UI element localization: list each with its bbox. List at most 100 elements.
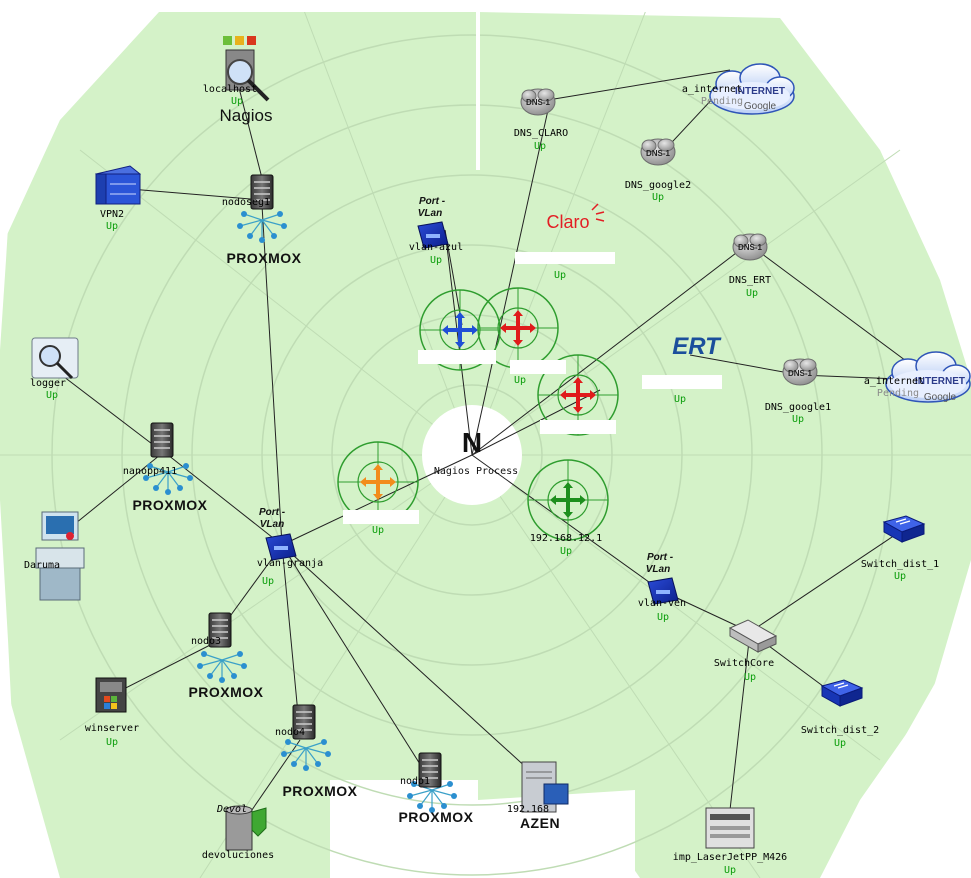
pos-terminal-icon [35, 511, 85, 601]
magnifier-icon [227, 59, 253, 85]
warning-icon [235, 36, 244, 45]
status-internet-2: Pending [877, 388, 919, 399]
label-nanopp: nanopp411 [123, 466, 177, 477]
node-localhost[interactable]: localhost Up Nagios [203, 36, 273, 125]
status-vlan-left: Up [262, 576, 274, 587]
ok-icon [223, 36, 232, 45]
port-label: Port - [647, 552, 674, 563]
node-nodo-d[interactable]: nodo1 PROXMOX [398, 752, 473, 825]
redacted-labels [343, 252, 722, 814]
proxmox-logo: PROXMOX [226, 250, 301, 266]
devol-logo: Devol [216, 804, 247, 815]
label-localhost: localhost [203, 84, 257, 95]
node-server-ip[interactable]: 192.168 AZEN [507, 761, 569, 831]
label-nodo-d: nodo1 [400, 776, 430, 787]
nagios-process-node[interactable]: N Nagios Process [434, 427, 518, 477]
extra-status: Up Up [262, 576, 669, 623]
internet-label: INTERNET [735, 86, 785, 97]
node-vlan-right[interactable]: Port - VLan vlan-ven [638, 552, 686, 609]
dns-badge: DNS-1 [646, 149, 671, 158]
status-router-red-1: Up [514, 375, 526, 386]
status-router-orange: Up [372, 525, 384, 536]
node-dns-claro[interactable]: DNS-1 DNS_CLARO Up [514, 88, 568, 152]
proxmox-logo: PROXMOX [398, 809, 473, 825]
core-switch-icon [728, 619, 778, 653]
internet-label: INTERNET [915, 376, 965, 387]
server-icon [150, 422, 174, 458]
node-dns-google1[interactable]: DNS-1 DNS_google1 Up [765, 358, 831, 425]
ert-logo: ERT [672, 333, 722, 360]
label-vpn2: VPN2 [100, 209, 124, 220]
vpn-icon [94, 165, 142, 205]
node-nodo-c[interactable]: nodo4 PROXMOX [275, 704, 358, 799]
node-switch-dist-1[interactable]: Switch_dist_1 Up [861, 515, 939, 582]
status-claro: Up [554, 270, 566, 281]
label-switch-dist-2: Switch_dist_2 [801, 725, 879, 736]
status-vpn2: Up [106, 221, 118, 232]
router-green[interactable] [527, 459, 609, 541]
vlan-label: VLan [418, 208, 442, 219]
label-nodo-c: nodo4 [275, 727, 305, 738]
label-switchcore: SwitchCore [714, 658, 774, 669]
node-vpn2[interactable]: VPN2 Up [94, 165, 142, 232]
node-switch-dist-2[interactable]: Switch_dist_2 Up [801, 679, 879, 749]
label-printer: imp_LaserJetPP_M426 [673, 852, 787, 863]
node-printer[interactable]: imp_LaserJetPP_M426 Up [673, 807, 787, 876]
node-devoluciones[interactable]: Devol devoluciones [202, 804, 274, 861]
label-dns-ert: DNS_ERT [729, 275, 771, 286]
label-nodo-b: nodo3 [191, 636, 221, 647]
node-dns-google2[interactable]: DNS-1 DNS_google2 Up [625, 138, 691, 203]
node-internet-1[interactable]: INTERNET Google a_internet Pending [682, 63, 795, 115]
status-switch-dist-2: Up [834, 738, 846, 749]
dns-badge: DNS-1 [738, 243, 763, 252]
node-daruma[interactable]: Daruma [24, 511, 85, 601]
critical-icon [247, 36, 256, 45]
azen-logo: AZEN [520, 815, 560, 831]
status-switch-dist-1: Up [894, 571, 906, 582]
label-vlan-right: vlan-ven [638, 598, 686, 609]
status-printer: Up [724, 865, 736, 876]
node-nanopp[interactable]: nanopp411 PROXMOX [123, 422, 208, 513]
status-ert: Up [674, 394, 686, 405]
node-logger[interactable]: logger Up [30, 337, 79, 401]
node-internet-2[interactable]: INTERNET Google a_internet Pending [864, 351, 971, 403]
claro-logo: Claro [546, 212, 589, 232]
nagios-logo: Nagios [220, 106, 273, 125]
status-dns-ert: Up [746, 288, 758, 299]
proxmox-logo: PROXMOX [188, 684, 263, 700]
vlan-label: VLan [646, 564, 670, 575]
label-a-internet-1: a_internet [682, 84, 742, 95]
status-localhost: Up [231, 96, 243, 107]
proxmox-logo: PROXMOX [282, 783, 357, 799]
node-vlan-left[interactable]: Port - VLan vlan-granja [257, 507, 323, 569]
status-dns-google2: Up [652, 192, 664, 203]
status-dns-google1: Up [792, 414, 804, 425]
node-switchcore[interactable]: SwitchCore Up [714, 619, 778, 683]
nagios-n-logo: N [462, 427, 482, 458]
label-vlan-top: vlan-azul [409, 242, 463, 253]
label-vlan-left: vlan-granja [257, 558, 323, 569]
status-router-green: Up [560, 546, 572, 557]
router-red-2[interactable] [537, 354, 619, 436]
status-dns-claro: Up [534, 141, 546, 152]
router-green-labels: 192.168.12.1 Up Up Up [372, 375, 602, 557]
printer-icon [705, 807, 755, 849]
label-switch-dist-1: Switch_dist_1 [861, 559, 939, 570]
ert-isp[interactable]: ERT Up [672, 333, 722, 405]
dns-badge: DNS-1 [526, 98, 551, 107]
claro-isp[interactable]: Claro Up [546, 203, 605, 281]
status-switchcore: Up [744, 672, 756, 683]
status-vlan-top: Up [430, 255, 442, 266]
node-dns-ert[interactable]: DNS-1 DNS_ERT Up [729, 233, 771, 299]
node-vlan-top[interactable]: Port - VLan vlan-azul Up [409, 196, 463, 266]
label-dns-google2: DNS_google2 [625, 180, 691, 191]
node-nodoseg1[interactable]: nodoseg1 PROXMOX [222, 174, 302, 266]
port-label: Port - [419, 196, 446, 207]
windows-server-icon [95, 677, 127, 713]
label-a-internet-2: a_internet [864, 376, 924, 387]
vlan-icon [265, 533, 297, 561]
node-nodo-b[interactable]: nodo3 PROXMOX [188, 612, 263, 700]
node-winserver[interactable]: winserver Up [85, 677, 139, 748]
